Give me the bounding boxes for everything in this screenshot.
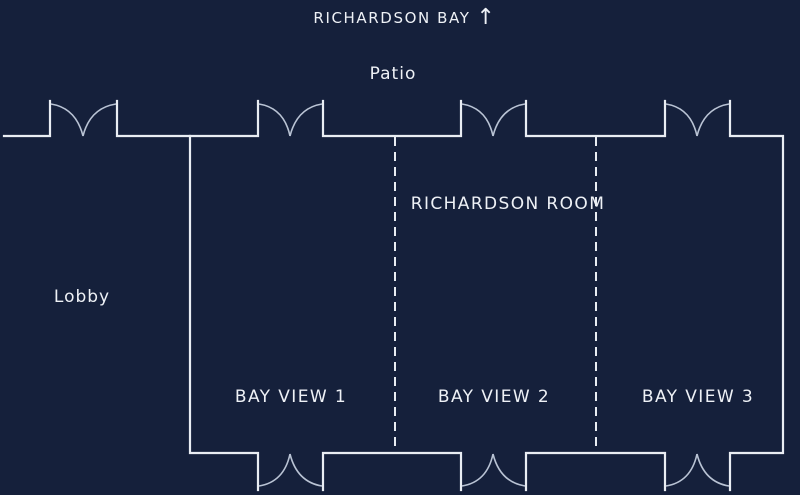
top-wall-bay2 <box>524 99 667 138</box>
lobby-label: Lobby <box>53 287 111 307</box>
bay-view-3-patio-door-icon <box>665 103 730 137</box>
compass-text: RICHARDSON BAY <box>313 9 471 27</box>
bottom-wall-bay1-2 <box>321 451 463 492</box>
top-wall-lobby-right <box>115 99 260 138</box>
bay-view-1-patio-door-icon <box>258 103 323 137</box>
compass-label: RICHARDSON BAY ↑ <box>313 5 497 30</box>
north-arrow-icon: ↑ <box>476 5 497 30</box>
top-wall-bay1 <box>321 99 463 138</box>
bay-view-3-door-icon <box>665 453 730 487</box>
top-wall-bay3 <box>728 99 785 492</box>
bottom-wall-bay2-3 <box>524 451 667 492</box>
bay-view-2-door-icon <box>461 453 526 487</box>
section-bay-view-1[interactable]: BAY VIEW 1 <box>234 387 348 407</box>
bay-view-1-door-icon <box>258 453 323 487</box>
bay-view-2-patio-door-icon <box>461 103 526 137</box>
room-title: RICHARDSON ROOM <box>410 194 606 214</box>
patio-label: Patio <box>369 64 417 84</box>
room-left-wall <box>188 134 260 492</box>
section-bay-view-3[interactable]: BAY VIEW 3 <box>641 387 755 407</box>
section-bay-view-2[interactable]: BAY VIEW 2 <box>437 387 551 407</box>
top-wall-lobby-left <box>2 99 52 138</box>
lobby-patio-door-icon <box>50 103 117 137</box>
